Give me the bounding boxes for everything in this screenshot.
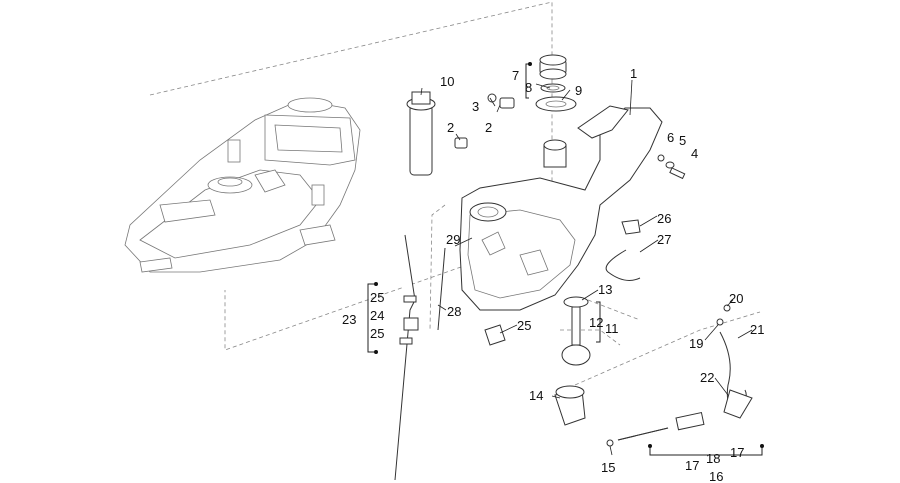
callout-9: 9 <box>575 83 582 98</box>
callout-13: 13 <box>598 282 612 297</box>
seat-storage-compartment <box>124 97 361 273</box>
fuel-level-sender <box>406 91 436 176</box>
callout-20: 20 <box>729 291 743 306</box>
callout-15: 15 <box>601 460 615 475</box>
callout-23: 23 <box>342 312 356 327</box>
callout-16: 16 <box>709 469 723 483</box>
callout-25: 25 <box>370 326 384 341</box>
callout-11: 11 <box>605 321 619 336</box>
filler-cap-assembly <box>535 54 577 112</box>
callout-21: 21 <box>750 322 764 337</box>
callout-5: 5 <box>679 133 686 148</box>
callout-12: 12 <box>589 315 603 330</box>
leader-lines <box>420 79 753 456</box>
callout-25: 25 <box>517 318 531 333</box>
callout-26: 26 <box>657 211 671 226</box>
clamp-strap <box>605 219 641 281</box>
callout-2: 2 <box>447 120 454 135</box>
callout-labels: 1 2 2 3 4 5 6 7 8 9 10 11 12 13 14 15 16… <box>342 66 764 483</box>
callout-22: 22 <box>700 370 714 385</box>
callout-1: 1 <box>630 66 637 81</box>
callout-4: 4 <box>691 146 698 161</box>
callout-3: 3 <box>472 99 479 114</box>
callout-17: 17 <box>730 445 744 460</box>
callout-27: 27 <box>657 232 671 247</box>
group-brackets <box>367 62 764 456</box>
callout-10: 10 <box>440 74 454 89</box>
fuel-tank <box>459 105 663 311</box>
fuel-pump <box>554 296 591 426</box>
callout-25: 25 <box>370 290 384 305</box>
hoses-right <box>606 304 753 447</box>
callout-17: 17 <box>685 458 699 473</box>
callout-8: 8 <box>525 80 532 95</box>
callout-18: 18 <box>706 451 720 466</box>
screw-washers <box>657 154 686 180</box>
callout-28: 28 <box>447 304 461 319</box>
callout-6: 6 <box>667 130 674 145</box>
callout-14: 14 <box>529 388 543 403</box>
clips <box>454 93 515 149</box>
callout-24: 24 <box>370 308 384 323</box>
callout-7: 7 <box>512 68 519 83</box>
hoses-left <box>394 234 506 481</box>
callout-2: 2 <box>485 120 492 135</box>
callout-19: 19 <box>689 336 703 351</box>
callout-29: 29 <box>446 232 460 247</box>
